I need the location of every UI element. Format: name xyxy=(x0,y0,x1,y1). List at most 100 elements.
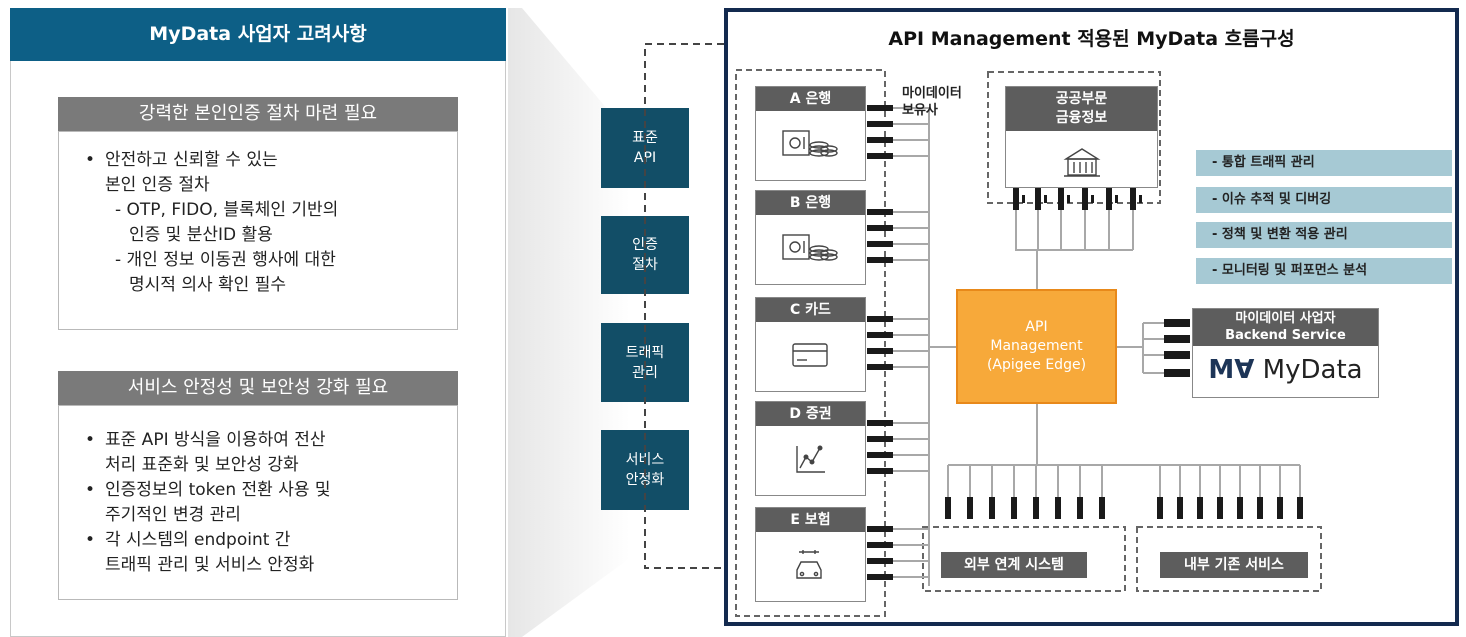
connector-plug xyxy=(1013,188,1019,210)
connector-plug xyxy=(967,497,973,519)
connector-plug xyxy=(867,121,893,127)
safe-coins-icon xyxy=(781,130,838,157)
connector-plug xyxy=(867,137,893,143)
connector-plug xyxy=(1177,497,1183,519)
holder-name: D 증권 xyxy=(756,402,865,426)
holder-name: A 은행 xyxy=(756,87,865,111)
section1-line: 명시적 의사 확인 필수 xyxy=(129,275,286,295)
section1-line: - 개인 정보 이동권 행사에 대한 xyxy=(115,250,336,270)
connector-plug xyxy=(867,316,893,322)
section1-line: 안전하고 신뢰할 수 있는 xyxy=(59,148,457,173)
connector-plug xyxy=(867,452,893,458)
external-system-label: 외부 연계 시스템 xyxy=(941,552,1087,578)
section1-line: - OTP, FIDO, 블록체인 기반의 xyxy=(115,200,339,220)
connector-plug xyxy=(1077,497,1083,519)
connector-plug xyxy=(867,542,893,548)
holder-box: E 보험 xyxy=(755,507,866,602)
feature-traffic: - 통합 트래픽 관리 xyxy=(1196,150,1452,176)
diagram-title: API Management 적용된 MyData 흐름구성 xyxy=(888,28,1295,50)
public-line2: 금융정보 xyxy=(1055,110,1108,126)
connector-plug xyxy=(1099,497,1105,519)
feature-policy: - 정책 및 변환 적용 관리 xyxy=(1196,222,1452,248)
connector-plug xyxy=(1033,497,1039,519)
connector-plug xyxy=(1164,369,1190,377)
credit-card-icon xyxy=(791,343,828,367)
connector-plug xyxy=(1164,335,1190,343)
connector-plug xyxy=(867,574,893,580)
connector-plug xyxy=(1082,188,1088,210)
government-building-icon xyxy=(1063,148,1100,177)
mydata-logo: M∀ MyData xyxy=(1193,355,1378,385)
connector-plug xyxy=(867,468,893,474)
section2-heading: 서비스 안정성 및 보안성 강화 필요 xyxy=(58,371,458,405)
connector-plug xyxy=(1217,497,1223,519)
connector-plug xyxy=(867,332,893,338)
connector-plug xyxy=(1130,188,1136,210)
connector-plug xyxy=(1022,195,1025,203)
holder-box: A 은행 xyxy=(755,86,866,181)
connector-plug xyxy=(1035,188,1041,210)
considerations-title: MyData 사업자 고려사항 xyxy=(10,8,506,61)
connector-plug xyxy=(1091,195,1094,203)
connector-plug xyxy=(1011,497,1017,519)
public-sector-header: 공공부문 금융정보 xyxy=(1006,87,1157,131)
backend-line2: Backend Service xyxy=(1225,328,1346,343)
holder-label-line2: 보유사 xyxy=(902,103,938,118)
section1-line: 본인 인증 절차 xyxy=(105,175,210,195)
connector-plug xyxy=(945,497,951,519)
connector-plug xyxy=(1237,497,1243,519)
mydata-logo-mark: M∀ xyxy=(1208,355,1255,385)
holder-box: B 은행 xyxy=(755,190,866,285)
connector-plug xyxy=(867,257,893,263)
api-line2: Management xyxy=(990,338,1083,354)
section2-line: 처리 표준화 및 보안성 강화 xyxy=(105,455,299,475)
feature-debug: - 이슈 추적 및 디버깅 xyxy=(1196,187,1452,213)
connector-plug xyxy=(867,526,893,532)
connector-plug xyxy=(1139,195,1142,203)
holder-name: B 은행 xyxy=(756,191,865,215)
car-wrench-icon xyxy=(795,550,822,579)
holder-box: C 카드 xyxy=(755,297,866,392)
backend-line1: 마이데이터 사업자 xyxy=(1235,311,1336,326)
connector-plug xyxy=(1157,497,1163,519)
connector-plug xyxy=(1115,195,1118,203)
holder-group-label: 마이데이터 보유사 xyxy=(902,85,982,119)
side-box-line2: 관리 xyxy=(632,364,658,381)
side-box-line2: 안정화 xyxy=(625,472,665,488)
connector-plug xyxy=(1197,497,1203,519)
connector-plug xyxy=(867,420,893,426)
public-line1: 공공부문 xyxy=(1055,91,1108,107)
section2-line: 표준 API 방식을 이용하여 전산 xyxy=(59,428,457,453)
connector-plug xyxy=(1164,319,1190,327)
holder-label-line1: 마이데이터 xyxy=(902,86,962,101)
holder-name: C 카드 xyxy=(756,298,865,322)
connector-plug xyxy=(1277,497,1283,519)
api-management-box: API Management (Apigee Edge) xyxy=(956,289,1117,404)
connector-plug xyxy=(867,348,893,354)
internal-service-label: 내부 기존 서비스 xyxy=(1160,552,1308,578)
connector-plug xyxy=(867,436,893,442)
connector-plug xyxy=(867,209,893,215)
section2-line: 인증정보의 token 전환 사용 및 xyxy=(59,478,457,503)
backend-service-box: 마이데이터 사업자 Backend Service M∀ MyData xyxy=(1192,308,1379,398)
public-sector-box: 공공부문 금융정보 xyxy=(1005,86,1158,188)
connector-plug xyxy=(1067,195,1070,203)
holder-name: E 보험 xyxy=(756,508,865,532)
connector-plug xyxy=(867,225,893,231)
connector-plug xyxy=(867,153,893,159)
section2-line: 트래픽 관리 및 서비스 안정화 xyxy=(105,555,315,575)
funnel-shape xyxy=(508,8,630,637)
safe-coins-icon xyxy=(781,234,838,261)
connector-plug xyxy=(867,364,893,370)
connector-plug xyxy=(1164,351,1190,359)
section2-line: 각 시스템의 endpoint 간 xyxy=(59,528,457,553)
connector-plug xyxy=(867,558,893,564)
connector-plug xyxy=(1058,188,1064,210)
holder-box: D 증권 xyxy=(755,401,866,496)
mydata-logo-text: MyData xyxy=(1262,355,1363,385)
api-line1: API xyxy=(1025,319,1048,335)
